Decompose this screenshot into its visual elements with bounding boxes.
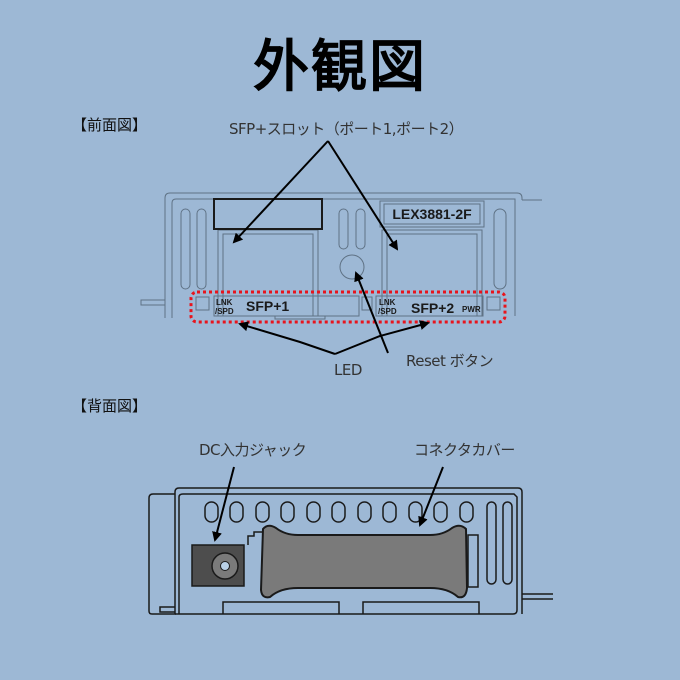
connector-cover-arrow [418,466,444,527]
sfp-slot-callout: SFP+スロット（ポート1,ポート2） [229,120,464,138]
power-led-label: PWR [462,305,481,314]
connector-cover-callout: コネクタカバー [414,441,515,459]
rear-vent-slots [204,501,513,585]
port2-led-label-top: LNK [379,298,396,307]
reset-button-callout: Reset ボタン [406,352,494,370]
port1-label: SFP+1 [246,298,289,314]
rear-view-section-label: 【背面図】 [72,397,148,415]
port1-led-label-bottom: /SPD [215,307,234,316]
port2-label: SFP+2 [411,300,454,316]
model-label: LEX3881-2F [392,206,472,222]
rear-view-device [148,487,553,615]
led-arrow-2 [334,320,430,355]
page-title: 外観図 [253,35,427,100]
sfp-slot-arrow-1 [232,140,329,244]
rear-callout-arrows [212,466,444,542]
front-callout-arrows [232,140,430,355]
dc-jack-arrow [212,466,235,542]
reset-button [339,254,365,280]
led-arrow-1 [238,321,336,355]
dc-jack-callout: DC入力ジャック [199,441,307,459]
led-highlight-outline [189,290,507,324]
connector-cover [259,524,469,599]
dc-input-jack [191,544,245,587]
led-callout: LED [334,361,362,379]
sfp-slot-arrow-2 [327,140,399,251]
front-view-device [140,192,542,320]
port2-led-label-bottom: /SPD [378,307,397,316]
reset-arrow [354,271,389,354]
port1-led-label-top: LNK [216,298,233,307]
front-view-section-label: 【前面図】 [72,116,148,134]
label-plate [213,198,323,230]
